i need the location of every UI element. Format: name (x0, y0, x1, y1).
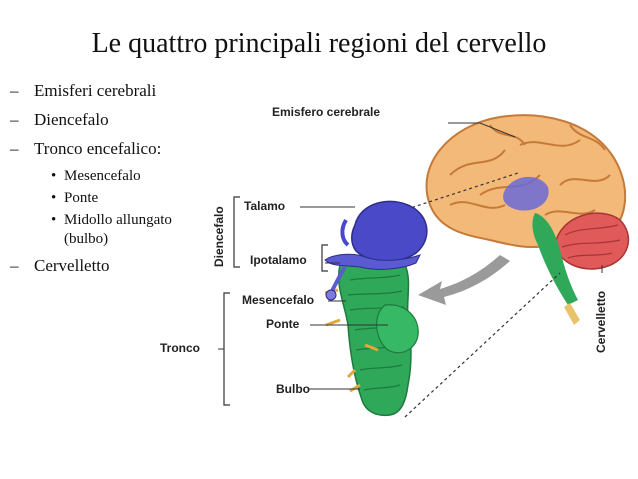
direction-arrow (418, 255, 510, 305)
dot-marker: • (51, 168, 57, 184)
label-talamo: Talamo (244, 199, 286, 213)
label-cervelletto: Cervelletto (594, 290, 608, 353)
bracket-ipotalamo (321, 244, 328, 272)
sub-bullet-ponte: • Ponte (6, 189, 206, 208)
pituitary-stalk (330, 265, 347, 292)
label-ponte: Ponte (266, 317, 300, 331)
dash-marker: – (10, 139, 19, 158)
sub-bullet-text: Ponte (64, 190, 99, 206)
sub-bullet-midollo: • Midollo allungato (bulbo) (6, 211, 204, 249)
label-tronco: Tronco (160, 341, 201, 355)
label-ipotalamo: Ipotalamo (250, 253, 307, 267)
pituitary-gland (325, 289, 337, 301)
thalamus-shape (351, 200, 428, 262)
dash-marker: – (10, 110, 19, 129)
sub-bullet-text: Midollo allungato (bulbo) (64, 212, 172, 247)
bullet-diencefalo: –Diencefalo (6, 109, 206, 131)
label-bulbo: Bulbo (276, 382, 310, 396)
optic-structure (340, 218, 350, 247)
dash-marker: – (10, 81, 19, 100)
bullet-text: Emisferi cerebrali (34, 81, 157, 100)
slide-title: Le quattro principali regioni del cervel… (91, 28, 547, 59)
brain-diagram: Emisfero cerebrale Talamo Ipotalamo Mese… (150, 95, 636, 425)
hypothalamus-shape (324, 253, 421, 270)
label-mesencefalo: Mesencefalo (242, 293, 315, 307)
dot-marker: • (51, 190, 57, 206)
bullet-tronco: –Tronco encefalico: (6, 138, 206, 160)
sub-bullet-mesencefalo: • Mesencefalo (6, 167, 206, 186)
spinal-cord-tip (564, 303, 580, 325)
cerebellum-folia (561, 224, 621, 259)
sub-bullet-text: Mesencefalo (64, 168, 141, 184)
brain-brainstem-shape (532, 213, 578, 305)
bracket-tronco (223, 292, 230, 406)
bracket-diencefalo (233, 196, 240, 268)
dashed-guide-bottom (404, 272, 561, 418)
bullet-text: Cervelletto (34, 256, 110, 275)
bullet-list: –Emisferi cerebrali –Diencefalo –Tronco … (6, 80, 206, 284)
bullet-emisferi: –Emisferi cerebrali (6, 80, 206, 102)
brain-thalamus-shape (503, 176, 549, 211)
dash-marker: – (10, 256, 19, 275)
brain-illustration (218, 114, 630, 418)
label-diencefalo: Diencefalo (212, 206, 226, 267)
bullet-text: Tronco encefalico: (34, 139, 162, 158)
bullet-cervelletto: –Cervelletto (6, 255, 206, 277)
dot-marker: • (51, 212, 57, 228)
label-emisfero-cerebrale: Emisfero cerebrale (272, 105, 381, 119)
pons-shape (376, 304, 419, 354)
bullet-text: Diencefalo (34, 110, 109, 129)
leader-emisfero (448, 122, 516, 138)
